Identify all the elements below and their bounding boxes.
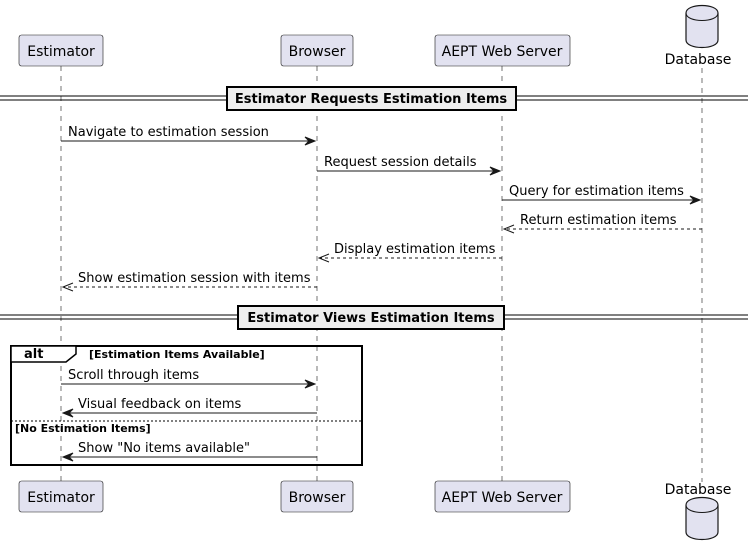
database-icon <box>685 4 719 49</box>
participant-label: Database <box>665 482 732 498</box>
message-return-items: Return estimation items <box>502 213 702 234</box>
database-icon <box>685 496 719 541</box>
message-label: Request session details <box>324 155 477 170</box>
message-label: Query for estimation items <box>509 184 684 199</box>
message-query-items: Query for estimation items <box>502 184 702 205</box>
message-label: Visual feedback on items <box>78 397 241 412</box>
message-show-session: Show estimation session with items <box>61 271 317 292</box>
alt-tab <box>10 345 77 363</box>
participant-label: Browser <box>289 44 346 60</box>
message-scroll-items: Scroll through items <box>61 368 317 389</box>
participant-server-bottom: AEPT Web Server <box>434 480 571 513</box>
participant-label: Browser <box>289 490 346 506</box>
arrow-right-icon <box>304 379 317 389</box>
message-label: Show "No items available" <box>78 441 250 456</box>
message-no-items: Show "No items available" <box>61 441 317 462</box>
participant-database-top: Database <box>665 4 732 68</box>
arrow-right-icon <box>304 136 317 146</box>
participant-estimator-bottom: Estimator <box>18 480 104 513</box>
guard-label-available: [Estimation Items Available] <box>89 348 265 361</box>
participant-estimator-top: Estimator <box>18 34 104 67</box>
arrow-right-icon <box>489 166 502 176</box>
arrow-right-icon <box>689 195 702 205</box>
participant-database-bottom: Database <box>665 482 732 541</box>
message-label: Scroll through items <box>68 368 199 383</box>
guard-label-none: [No Estimation Items] <box>15 422 151 435</box>
message-label: Show estimation session with items <box>78 271 311 286</box>
message-label: Return estimation items <box>520 213 677 228</box>
participant-label: Estimator <box>27 44 95 60</box>
message-label: Navigate to estimation session <box>68 125 269 140</box>
message-display-items: Display estimation items <box>317 242 502 263</box>
divider-label: Estimator Requests Estimation Items <box>235 92 508 107</box>
message-visual-feedback: Visual feedback on items <box>61 397 317 418</box>
participant-label: Database <box>665 52 732 68</box>
arrow-left-icon <box>61 408 74 418</box>
divider-requests: Estimator Requests Estimation Items <box>0 86 748 111</box>
message-navigate: Navigate to estimation session <box>61 125 317 146</box>
participant-browser-top: Browser <box>280 34 354 67</box>
divider-views: Estimator Views Estimation Items <box>0 305 748 330</box>
message-request-session: Request session details <box>317 155 502 176</box>
arrow-left-icon <box>317 253 330 263</box>
arrow-left-icon <box>61 282 74 292</box>
participant-label: AEPT Web Server <box>442 490 563 506</box>
participant-server-top: AEPT Web Server <box>434 34 571 67</box>
participant-label: AEPT Web Server <box>442 44 563 60</box>
participant-browser-bottom: Browser <box>280 480 354 513</box>
alt-frame: alt [Estimation Items Available] [No Est… <box>10 345 363 466</box>
divider-label: Estimator Views Estimation Items <box>247 311 494 326</box>
arrow-left-icon <box>61 452 74 462</box>
arrow-left-icon <box>502 224 515 234</box>
alt-keyword: alt <box>24 347 43 362</box>
participant-label: Estimator <box>27 490 95 506</box>
message-label: Display estimation items <box>334 242 496 257</box>
